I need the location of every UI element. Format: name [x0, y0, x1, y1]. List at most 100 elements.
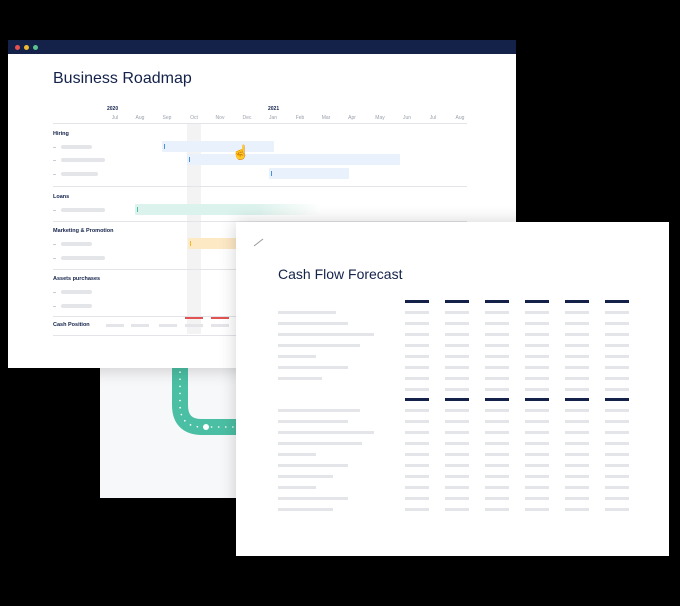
table-cell: [445, 431, 469, 434]
table-cell: [605, 431, 629, 434]
section-label-hiring: Hiring: [53, 131, 69, 137]
column-header: [565, 300, 589, 303]
table-cell: [445, 311, 469, 314]
row-label-placeholder: [61, 172, 98, 176]
row-label-placeholder: [278, 486, 316, 489]
table-cell: [565, 311, 589, 314]
cash-cell: [211, 324, 229, 327]
section-label-marketing: Marketing & Promotion: [53, 228, 114, 234]
row-label-placeholder: [278, 333, 374, 336]
row-label-placeholder: [278, 475, 333, 478]
row-label-placeholder: [61, 290, 92, 294]
table-cell: [485, 311, 509, 314]
table-cell: [405, 388, 429, 391]
column-header: [445, 398, 469, 401]
gantt-bar-loans[interactable]: [135, 204, 320, 215]
row-label-placeholder: [61, 145, 92, 149]
cash-cell: [131, 324, 149, 327]
month-label: Mar: [321, 115, 331, 121]
table-cell: [565, 475, 589, 478]
gantt-bar-marketing[interactable]: [188, 238, 238, 249]
row-label-placeholder: [278, 464, 348, 467]
gantt-bar-hiring[interactable]: [162, 141, 274, 152]
table-cell: [485, 431, 509, 434]
gantt-bar-hiring[interactable]: [269, 168, 349, 179]
table-cell: [605, 453, 629, 456]
table-cell: [445, 322, 469, 325]
table-cell: [565, 355, 589, 358]
table-cell: [525, 409, 549, 412]
table-cell: [405, 453, 429, 456]
table-cell: [405, 377, 429, 380]
close-dot-icon[interactable]: [15, 44, 20, 50]
table-cell: [445, 442, 469, 445]
table-cell: [445, 497, 469, 500]
cash-cell: [106, 324, 124, 327]
table-cell: [605, 355, 629, 358]
table-cell: [485, 322, 509, 325]
row-label-placeholder: [61, 256, 105, 260]
window-titlebar: [8, 40, 516, 54]
table-cell: [525, 453, 549, 456]
row-label-placeholder: [278, 453, 316, 456]
table-cell: [405, 322, 429, 325]
negative-indicator: [211, 317, 229, 319]
table-cell: [565, 322, 589, 325]
table-cell: [605, 475, 629, 478]
table-cell: [485, 453, 509, 456]
month-label: Jul: [111, 115, 119, 121]
month-label: Feb: [295, 115, 305, 121]
month-label: Jan: [268, 115, 278, 121]
month-label: Sep: [162, 115, 172, 121]
page-title: Business Roadmap: [53, 70, 192, 87]
table-cell: [445, 464, 469, 467]
row-label-placeholder: [278, 431, 374, 434]
month-label: Jul: [429, 115, 437, 121]
column-header: [445, 300, 469, 303]
table-cell: [525, 420, 549, 423]
table-cell: [485, 486, 509, 489]
table-cell: [445, 366, 469, 369]
negative-indicator: [185, 317, 203, 319]
table-cell: [565, 333, 589, 336]
background-panel: [100, 365, 240, 498]
column-header: [485, 300, 509, 303]
table-cell: [445, 475, 469, 478]
table-cell: [605, 311, 629, 314]
month-label: May: [375, 115, 385, 121]
table-cell: [605, 420, 629, 423]
column-header: [525, 300, 549, 303]
table-cell: [525, 377, 549, 380]
cash-cell: [185, 324, 203, 327]
table-cell: [405, 333, 429, 336]
table-cell: [605, 388, 629, 391]
table-cell: [445, 344, 469, 347]
row-label-placeholder: [61, 158, 105, 162]
cash-position-label: Cash Position: [53, 322, 90, 328]
table-cell: [605, 333, 629, 336]
cashflow-title: Cash Flow Forecast: [278, 266, 403, 282]
month-label: Apr: [348, 115, 356, 121]
minimize-dot-icon[interactable]: [24, 44, 29, 50]
table-cell: [525, 464, 549, 467]
section-label-assets: Assets purchases: [53, 276, 101, 282]
gantt-bar-hiring[interactable]: [187, 154, 400, 165]
edit-pencil-icon[interactable]: [252, 237, 266, 247]
table-cell: [605, 322, 629, 325]
table-cell: [605, 442, 629, 445]
row-label-placeholder: [278, 420, 348, 423]
table-cell: [565, 377, 589, 380]
table-cell: [445, 355, 469, 358]
maximize-dot-icon[interactable]: [33, 44, 38, 50]
table-cell: [525, 486, 549, 489]
table-cell: [405, 409, 429, 412]
table-cell: [485, 333, 509, 336]
row-label-placeholder: [61, 304, 92, 308]
table-cell: [565, 486, 589, 489]
row-label-placeholder: [278, 322, 348, 325]
divider: [53, 123, 467, 124]
table-cell: [445, 409, 469, 412]
table-cell: [445, 333, 469, 336]
year-labels: 2020 2021: [8, 106, 516, 114]
table-cell: [485, 377, 509, 380]
